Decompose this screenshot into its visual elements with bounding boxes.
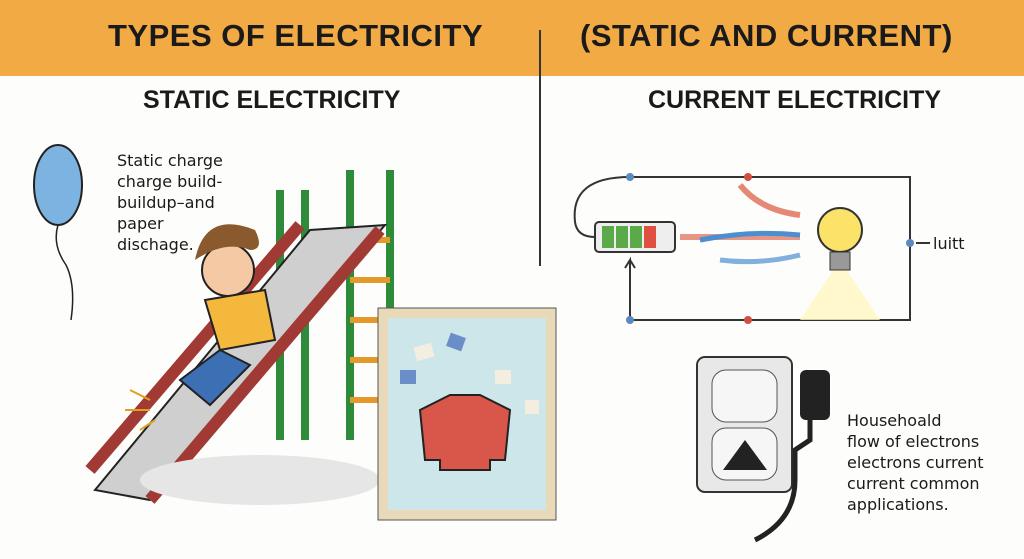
static-heading: STATIC ELECTRICITY [143, 86, 401, 114]
static-caption: Static charge charge build- buildup–and … [117, 151, 223, 254]
current-caption: Househoald flow of electrons electrons c… [847, 411, 984, 514]
title-banner [0, 0, 1024, 76]
divider [539, 30, 541, 266]
outlet-illustration [696, 356, 830, 543]
title-right: (STATIC AND CURRENT) [580, 18, 953, 53]
title-left: TYPES OF ELECTRICITY [108, 18, 484, 53]
current-heading: CURRENT ELECTRICITY [648, 86, 942, 114]
lightbulb-icon [817, 207, 863, 253]
bulb-label: luitt [933, 234, 965, 253]
sweater-panel [377, 307, 557, 521]
child-illustration [125, 224, 277, 431]
balloon-illustration [33, 144, 83, 321]
circuit-diagram [573, 173, 930, 324]
